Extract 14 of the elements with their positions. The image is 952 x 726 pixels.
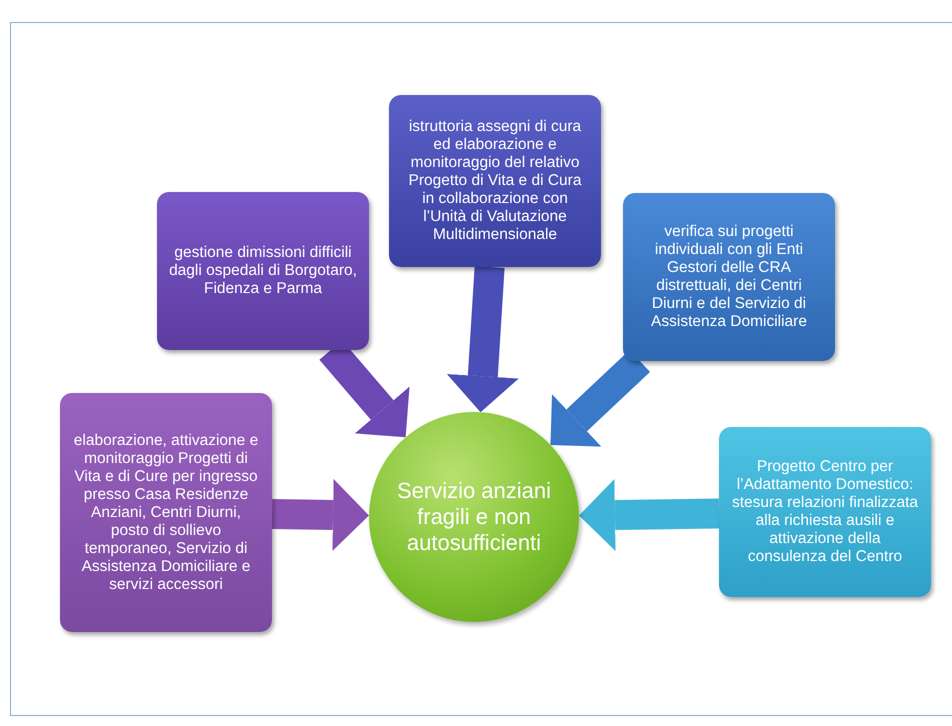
process-box — [623, 193, 835, 361]
box-text: gestione dimissioni difficili dagli ospedali di Borgotaro, Fidenza e Parma — [169, 244, 357, 298]
circle-title: Servizio anziani fragili e non autosufficienti — [396, 478, 552, 556]
box-text: istruttoria assegni di cura ed elaborazione e monitoraggio del relativo Progetto di Vita e di Cura in collaborazione con l’Unità di Valutazione Multidimensionale — [408, 118, 582, 244]
box-text: elaborazione, attivazione e monitoraggio Progetti di Vita e di Cure per ingresso presso Casa Residenze Anziani, Centri Diurni, posto di sollievo temporaneo, Servizio di Assistenza Domiciliare e servizi accessori — [72, 432, 260, 594]
process-box — [719, 427, 931, 597]
process-box — [157, 192, 369, 350]
block-arrow — [446, 266, 519, 412]
process-box — [60, 393, 272, 632]
block-arrow — [272, 478, 369, 551]
box-text: verifica sui progetti individuali con gli Enti Gestori delle CRA distrettuali, dei Centri Diurni e del Servizio di Assistenza Domiciliare — [650, 223, 808, 331]
process-box — [389, 95, 601, 267]
block-arrow — [579, 479, 720, 551]
box-text: Progetto Centro per l’Adattamento Domestico: stesura relazioni finalizzata alla richiesta ausili e attivazione della consulenza del Centro — [731, 458, 919, 566]
